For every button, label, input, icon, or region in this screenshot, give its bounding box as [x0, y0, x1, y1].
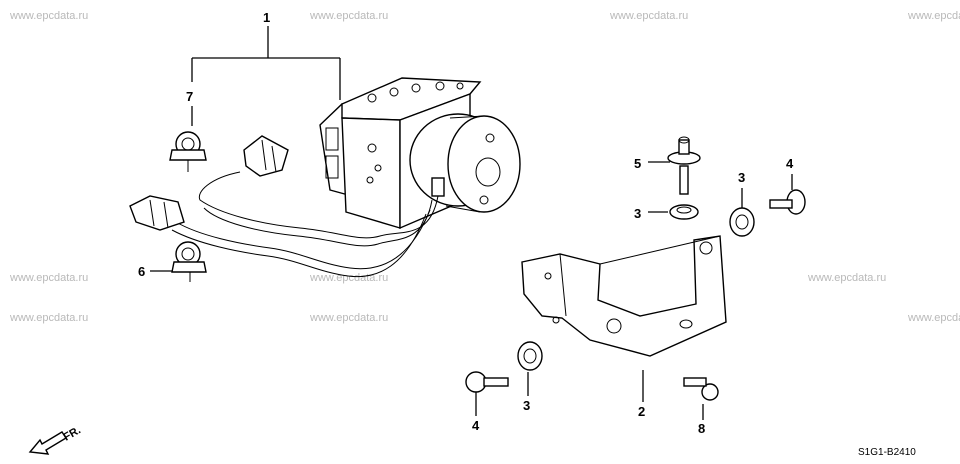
watermark-text: www.epcdata.ru: [808, 272, 887, 284]
callout-4-right: 4: [786, 156, 794, 171]
watermark-text: www.epcdata.ru: [10, 10, 89, 22]
watermark-text: www.epcdata.ru: [610, 10, 689, 22]
front-arrow-icon: [28, 431, 67, 455]
callout-1-leader: [191, 26, 341, 100]
callout-2: 2: [638, 404, 645, 419]
harness-clip-6: [171, 241, 207, 282]
callout-5: 5: [634, 156, 641, 171]
bolt-4-right: [769, 189, 806, 215]
stud-bolt-5: [667, 136, 701, 195]
grommet-3-lower: [517, 341, 543, 371]
callout-7: 7: [186, 89, 193, 104]
watermark-text: www.epcdata.ru: [908, 312, 960, 324]
wire-harness: [129, 135, 439, 278]
callout-3-upper: 3: [634, 206, 641, 221]
callout-6: 6: [138, 264, 145, 279]
callout-8: 8: [698, 421, 705, 436]
callout-1: 1: [263, 10, 270, 25]
grommet-3-upper: [669, 204, 699, 220]
callout-3-lower: 3: [523, 398, 530, 413]
watermark-text: www.epcdata.ru: [310, 312, 389, 324]
harness-clip-7: [169, 131, 207, 172]
flange-bolt-8: [683, 377, 719, 401]
watermark-text: www.epcdata.ru: [908, 10, 960, 22]
watermark-text: www.epcdata.ru: [10, 272, 89, 284]
drawing-code: S1G1-B2410: [858, 447, 916, 458]
abs-modulator-unit: [319, 77, 521, 230]
callout-3-right: 3: [738, 170, 745, 185]
watermark-text: www.epcdata.ru: [10, 312, 89, 324]
watermark-text: www.epcdata.ru: [310, 10, 389, 22]
callout-4-lower: 4: [472, 418, 480, 433]
bolt-4-lower: [465, 371, 509, 393]
modulator-bracket: [521, 235, 727, 357]
front-label: FR.: [62, 424, 83, 443]
grommet-3-right: [729, 207, 755, 237]
